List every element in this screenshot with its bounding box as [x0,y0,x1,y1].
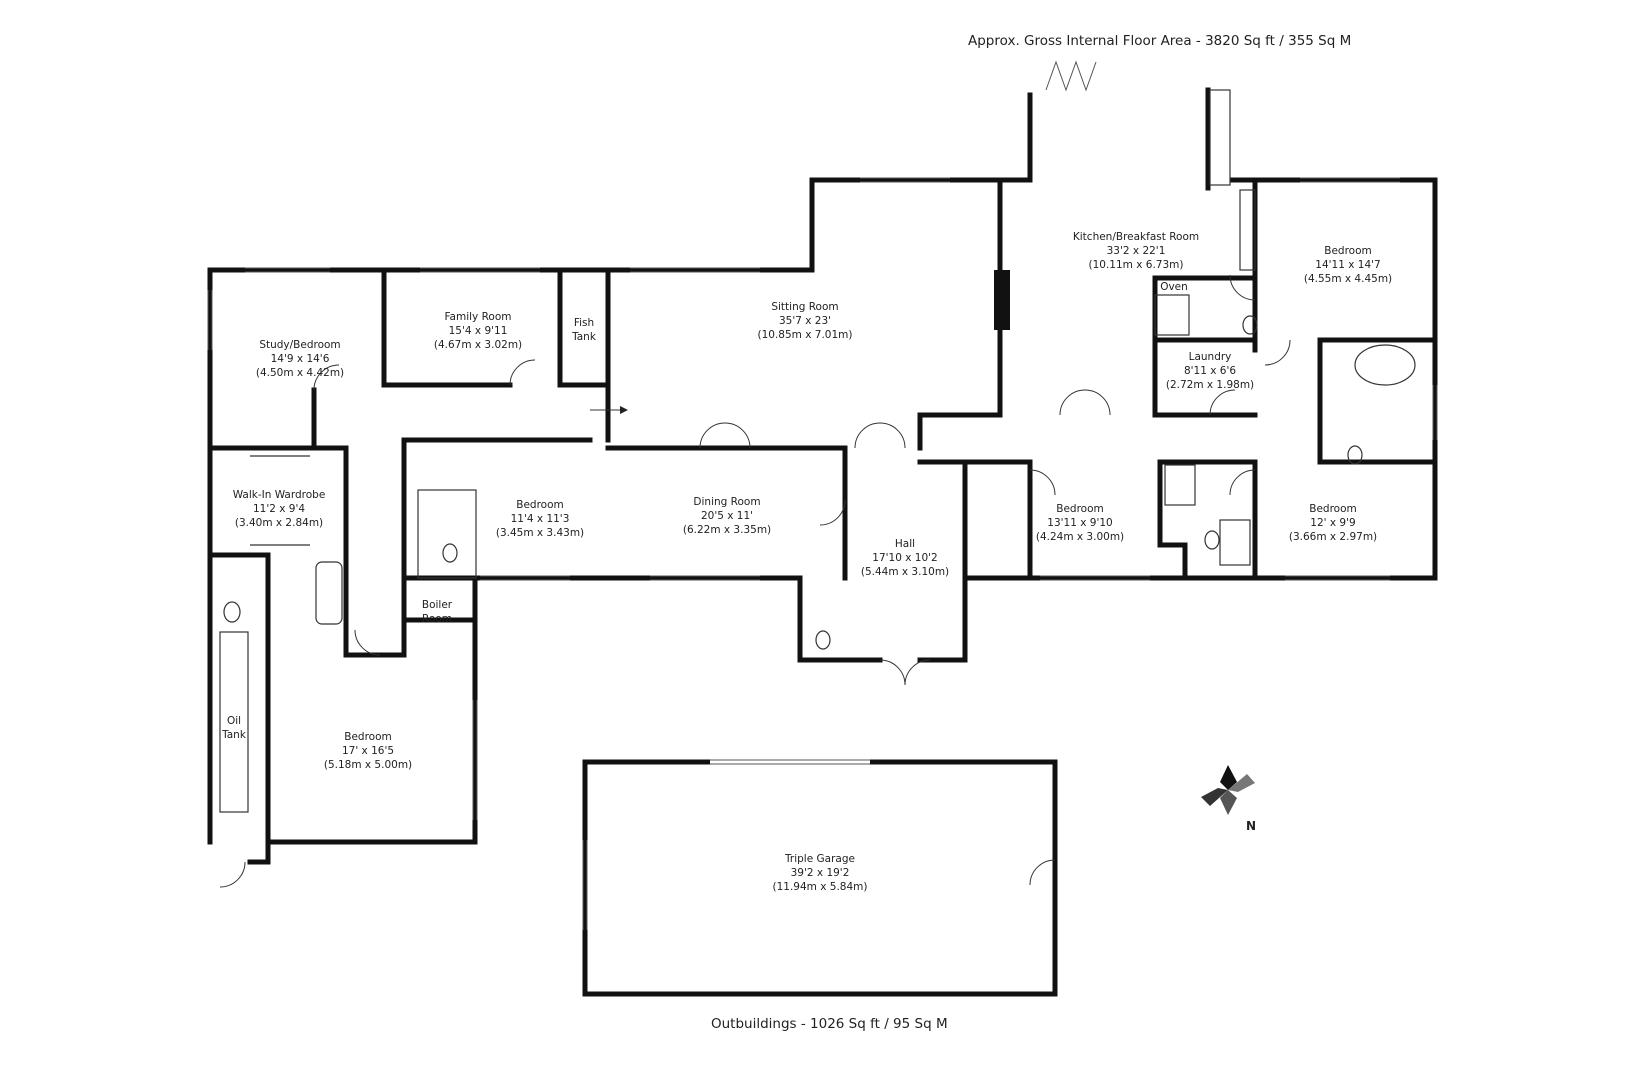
room-name: Bedroom [1056,503,1104,515]
room-dim-imperial: 15'4 x 9'11 [449,325,508,337]
room-dim-imperial: 11'2 x 9'4 [253,503,305,515]
shower-laundry [1154,294,1190,336]
room-dim-imperial: 8'11 x 6'6 [1184,365,1236,377]
room-dim-imperial: 11'4 x 11'3 [511,513,570,525]
bathtub-oval [1354,344,1416,386]
room-dim-metric: (10.11m x 6.73m) [1089,259,1184,271]
room-dim-imperial: 12' x 9'9 [1310,517,1355,529]
compass-rose-icon: N [1201,765,1256,833]
fireplace-chimney [994,270,1010,330]
triple-garage-walls [582,759,1058,997]
doors [219,274,1291,888]
windows [207,60,1438,820]
compass-north-label: N [1246,819,1256,833]
room-dim-imperial: 39'2 x 19'2 [791,867,850,879]
room-name: Fish [574,317,594,329]
room-name: Oil [227,715,241,727]
room-name: Oven [1160,281,1188,293]
room-dim-metric: (10.85m x 7.01m) [758,329,853,341]
room-dim-metric: (3.45m x 3.43m) [496,527,584,539]
room-dim-imperial: 20'5 x 11' [701,510,753,522]
room-dim-metric: (11.94m x 5.84m) [773,881,868,893]
room-name: Dining Room [693,496,760,508]
interior-walls [207,177,1438,845]
room-name: Boiler [422,599,453,611]
oil-tank-shape [219,631,249,813]
toilet-5 [1242,315,1258,335]
room-name: Bedroom [1309,503,1357,515]
room-labels: Study/Bedroom 14'9 x 14'6 (4.50m x 4.42m… [221,231,1392,893]
exterior-walls [207,87,1438,865]
room-dim-metric: (4.55m x 4.45m) [1304,273,1392,285]
gross-area-caption: Approx. Gross Internal Floor Area - 3820… [968,33,1351,49]
room-dim-metric: (3.40m x 2.84m) [235,517,323,529]
en-suite-box [417,489,477,579]
room-dim-imperial: 14'11 x 14'7 [1315,259,1380,271]
room-dim-imperial: 17' x 16'5 [342,745,394,757]
room-name: Tank [221,729,247,741]
room-dim-metric: (3.66m x 2.97m) [1289,531,1377,543]
kitchen-counter-2 [1239,189,1256,271]
bathtub [315,561,343,625]
room-dim-metric: (4.67m x 3.02m) [434,339,522,351]
room-dim-metric: (2.72m x 1.98m) [1166,379,1254,391]
room-name: Tank [571,331,597,343]
toilet-2 [442,543,458,563]
kitchen-counter [1209,89,1231,186]
room-name: Bedroom [516,499,564,511]
shower-en-suite [1164,464,1196,506]
room-dim-imperial: 35'7 x 23' [779,315,831,327]
room-dim-imperial: 13'11 x 9'10 [1047,517,1112,529]
room-name: Triple Garage [784,853,855,865]
toilet-3 [815,630,831,650]
toilet-6 [1347,445,1363,465]
shower-bedroom-e2 [1219,519,1251,566]
outbuildings-caption: Outbuildings - 1026 Sq ft / 95 Sq M [711,1016,948,1032]
room-name: Family Room [444,311,511,323]
room-name: Hall [895,538,915,550]
room-dim-imperial: 33'2 x 22'1 [1107,245,1166,257]
room-name: Walk-In Wardrobe [233,489,326,501]
room-name: Study/Bedroom [259,339,340,351]
room-name: Bedroom [1324,245,1372,257]
room-name: Bedroom [344,731,392,743]
room-name: Sitting Room [771,301,838,313]
room-dim-imperial: 17'10 x 10'2 [872,552,937,564]
room-dim-metric: (5.44m x 3.10m) [861,566,949,578]
room-dim-metric: (4.50m x 4.42m) [256,367,344,379]
room-dim-metric: (5.18m x 5.00m) [324,759,412,771]
room-name: Kitchen/Breakfast Room [1073,231,1199,243]
room-dim-metric: (4.24m x 3.00m) [1036,531,1124,543]
room-dim-metric: (6.22m x 3.35m) [683,524,771,536]
room-name: Laundry [1189,351,1232,363]
toilet-1 [223,601,241,623]
room-name: Room [422,613,452,625]
fixtures [219,89,1416,813]
room-dim-imperial: 14'9 x 14'6 [271,353,330,365]
toilet-4 [1204,530,1220,550]
